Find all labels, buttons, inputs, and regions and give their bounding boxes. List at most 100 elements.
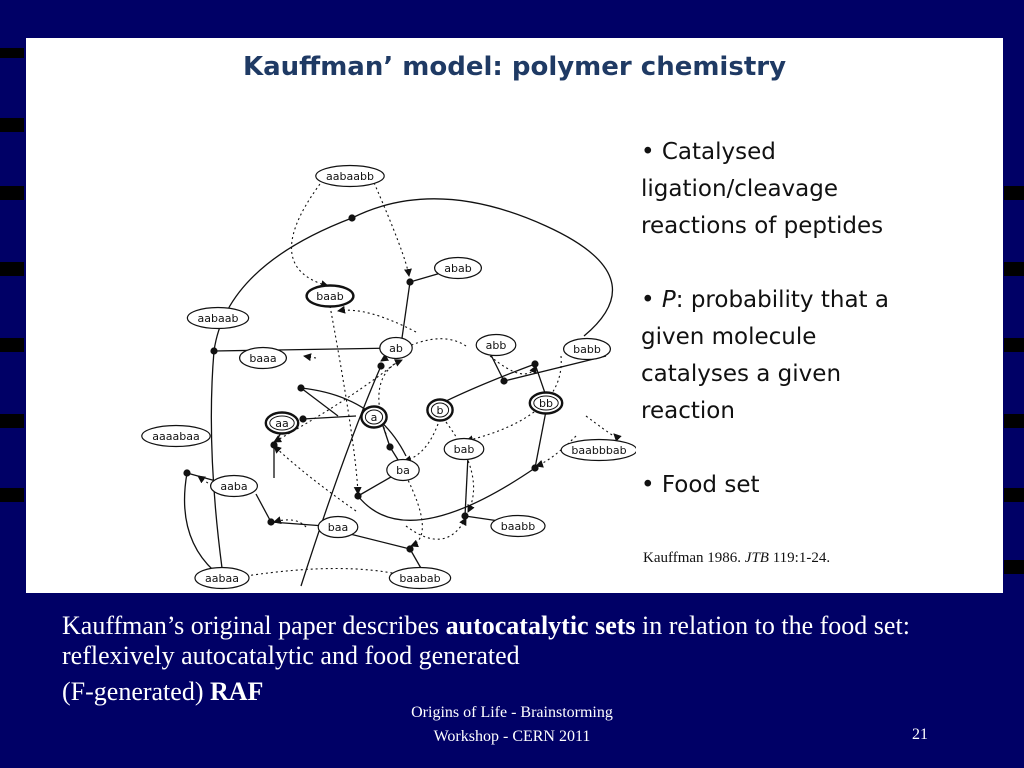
citation: Kauffman 1986. JTB 119:1-24.: [643, 550, 830, 567]
decor-stripe: [1004, 186, 1024, 200]
molecule-node-baabbbab: baabbbab: [560, 438, 636, 462]
bullet-line: • Catalysed: [641, 139, 776, 165]
molecule-label: baaa: [249, 352, 276, 365]
molecule-ellipse: [305, 284, 355, 308]
molecule-ellipse: [194, 566, 250, 590]
molecule-node-ba: ba: [386, 458, 420, 482]
reaction-edge: [255, 493, 272, 523]
catalysis-edge: [245, 567, 407, 579]
molecule-node-aabaa: aabaa: [194, 566, 250, 590]
molecule-ellipse: [388, 566, 452, 590]
food-set-marker: [533, 395, 559, 411]
reaction-edge: [534, 363, 547, 397]
molecule-ellipse: [560, 438, 636, 462]
molecule-label: babb: [573, 343, 601, 356]
reaction-node: [531, 464, 539, 472]
decor-stripe: [1004, 262, 1024, 276]
molecule-node-aa: aa: [264, 411, 300, 435]
molecule-ellipse: [317, 515, 359, 539]
molecule-ellipse: [315, 164, 385, 188]
molecule-node-bb: bb: [528, 391, 564, 415]
molecule-node-abab: abab: [434, 256, 483, 280]
molecule-node-baabb: baabb: [490, 514, 546, 538]
bullet-line: • P: probability that a: [641, 282, 981, 319]
catalysis-edge: [403, 423, 439, 464]
content-panel: Kauffman’ model: polymer chemistry aabaa…: [26, 38, 1003, 593]
page-number: 21: [912, 726, 928, 743]
reaction-node: [461, 512, 469, 520]
caption-emphasis: RAF: [209, 677, 264, 706]
molecule-node-a: a: [360, 405, 388, 429]
reaction-node: [270, 441, 278, 449]
molecule-label: baa: [328, 521, 348, 534]
decor-stripe: [1004, 414, 1024, 428]
reaction-edge: [213, 347, 397, 352]
molecule-label: baabab: [399, 572, 440, 585]
catalysis-edge: [405, 475, 423, 548]
catalysis-edge: [303, 353, 317, 362]
caption-emphasis: autocatalytic sets: [445, 611, 636, 640]
bullet-line: catalyses a given: [641, 361, 842, 387]
decor-stripe: [1004, 488, 1024, 502]
molecule-label: aabaab: [198, 312, 239, 325]
molecule-label: a: [371, 411, 378, 424]
catalysis-edge: [337, 305, 417, 333]
reaction-node: [348, 214, 356, 222]
molecule-ellipse: [490, 514, 546, 538]
reaction-node: [299, 415, 307, 423]
catalysis-edge: [371, 177, 412, 277]
molecule-node-baa: baa: [317, 515, 359, 539]
reaction-node: [386, 443, 394, 451]
molecule-ellipse: [475, 333, 517, 357]
molecule-label: aabaa: [205, 572, 239, 585]
reaction-edge: [401, 281, 411, 339]
decor-stripe: [1004, 560, 1024, 574]
molecule-node-abb: abb: [475, 333, 517, 357]
decor-stripe: [0, 414, 24, 428]
molecule-node-aabaabb: aabaabb: [315, 164, 385, 188]
caption-text: Kauffman’s original paper describes: [62, 611, 446, 640]
reaction-node: [500, 377, 508, 385]
molecule-node-babb: babb: [563, 337, 612, 361]
reaction-node: [210, 347, 218, 355]
molecule-label: baabbbab: [571, 444, 626, 457]
molecule-label: b: [437, 404, 444, 417]
reaction-edge: [357, 467, 536, 521]
catalysis-edge: [535, 435, 577, 468]
probability-symbol: P: [661, 287, 676, 313]
food-set-marker: [430, 402, 450, 418]
bullet-catalysed: • Catalysed ligation/cleavage reactions …: [641, 134, 981, 245]
footer: Origins of Life - Brainstorming Workshop…: [372, 701, 652, 749]
catalysis-edge: [273, 516, 307, 528]
slide-caption: Kauffman’s original paper describes auto…: [62, 611, 982, 707]
bullet-prefix: •: [641, 287, 662, 313]
bullet-line: reactions of peptides: [641, 213, 884, 239]
molecule-node-aabaab: aabaab: [186, 306, 250, 330]
molecule-node-baaa: baaa: [239, 346, 288, 370]
molecule-node-aaba: aaba: [209, 474, 258, 498]
catalysis-edge: [405, 517, 467, 540]
decor-stripe: [0, 488, 24, 502]
decor-stripe: [0, 48, 24, 58]
slide-title: Kauffman’ model: polymer chemistry: [242, 52, 787, 82]
molecule-label: aa: [275, 417, 288, 430]
reaction-edge: [183, 472, 215, 572]
molecule-ellipse: [386, 458, 420, 482]
molecule-node-aaaabaa: aaaabaa: [141, 424, 211, 448]
molecule-ellipse: [141, 424, 211, 448]
molecule-label: ab: [389, 342, 403, 355]
caption-line: (F-generated) RAF: [62, 677, 982, 707]
bullet-line: • Food set: [641, 472, 760, 498]
bullet-probability: • P: probability that a given molecule c…: [641, 282, 981, 430]
reaction-node: [377, 362, 385, 370]
molecule-ellipse: [379, 336, 413, 360]
molecule-node-baab: baab: [305, 284, 355, 308]
reaction-node: [406, 545, 414, 553]
reaction-edge: [300, 365, 382, 587]
reaction-edge: [534, 410, 547, 469]
bullet-line: reaction: [641, 398, 735, 424]
citation-journal: JTB: [744, 550, 769, 566]
molecule-node-bab: bab: [443, 437, 485, 461]
reaction-edge: [381, 422, 391, 448]
